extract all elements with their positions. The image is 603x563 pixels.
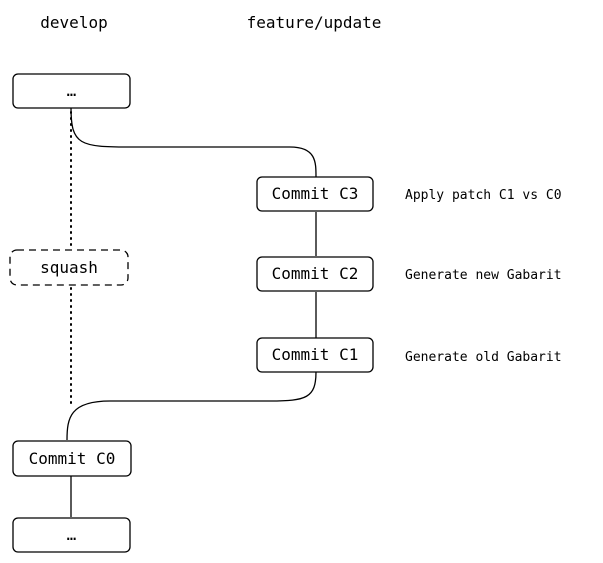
branch-title-feature: feature/update: [247, 13, 382, 32]
annotation-c1: Generate old Gabarit: [405, 350, 562, 365]
node-commit-c3-label: Commit C3: [272, 184, 359, 203]
node-develop-top-label: …: [67, 81, 77, 100]
node-commit-c1[interactable]: Commit C1: [256, 337, 374, 373]
node-develop-bottom-label: …: [67, 525, 77, 544]
annotation-c3: Apply patch C1 vs C0: [405, 188, 562, 203]
annotation-c2: Generate new Gabarit: [405, 268, 562, 283]
node-commit-c3[interactable]: Commit C3: [256, 176, 374, 212]
branch-title-develop: develop: [40, 13, 107, 32]
node-develop-top[interactable]: …: [12, 73, 131, 109]
node-commit-c1-label: Commit C1: [272, 345, 359, 364]
node-squash[interactable]: squash: [9, 249, 129, 286]
connector-c1-to-c0: [66, 371, 317, 441]
node-develop-bottom[interactable]: …: [12, 517, 131, 553]
node-squash-label: squash: [40, 258, 98, 277]
node-commit-c0[interactable]: Commit C0: [12, 440, 132, 477]
connector-dev-top-to-c3: [70, 107, 317, 178]
node-commit-c2-label: Commit C2: [272, 264, 359, 283]
node-commit-c2[interactable]: Commit C2: [256, 256, 374, 292]
node-commit-c0-label: Commit C0: [29, 449, 116, 468]
